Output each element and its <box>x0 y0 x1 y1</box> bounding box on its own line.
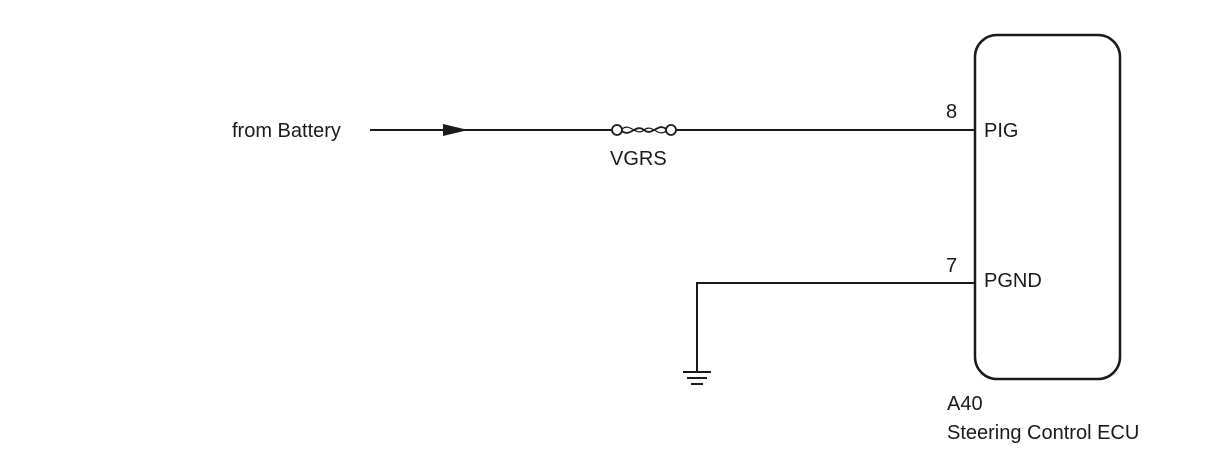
current-direction-arrow <box>443 124 468 136</box>
pin-name-pgnd: PGND <box>984 270 1042 292</box>
ecu-box <box>973 33 1122 381</box>
fuse-label: VGRS <box>610 148 667 170</box>
source-label: from Battery <box>232 120 341 142</box>
fuse-symbol <box>611 124 677 136</box>
pin-number-pgnd: 7 <box>946 255 958 277</box>
ground-icon <box>683 371 711 385</box>
ground-wire <box>696 282 975 371</box>
pin-number-pig: 8 <box>946 101 958 123</box>
ecu-code-label: A40 <box>947 393 983 415</box>
pin-name-pig: PIG <box>984 120 1019 142</box>
ecu-name-label: Steering Control ECU <box>947 422 1140 444</box>
